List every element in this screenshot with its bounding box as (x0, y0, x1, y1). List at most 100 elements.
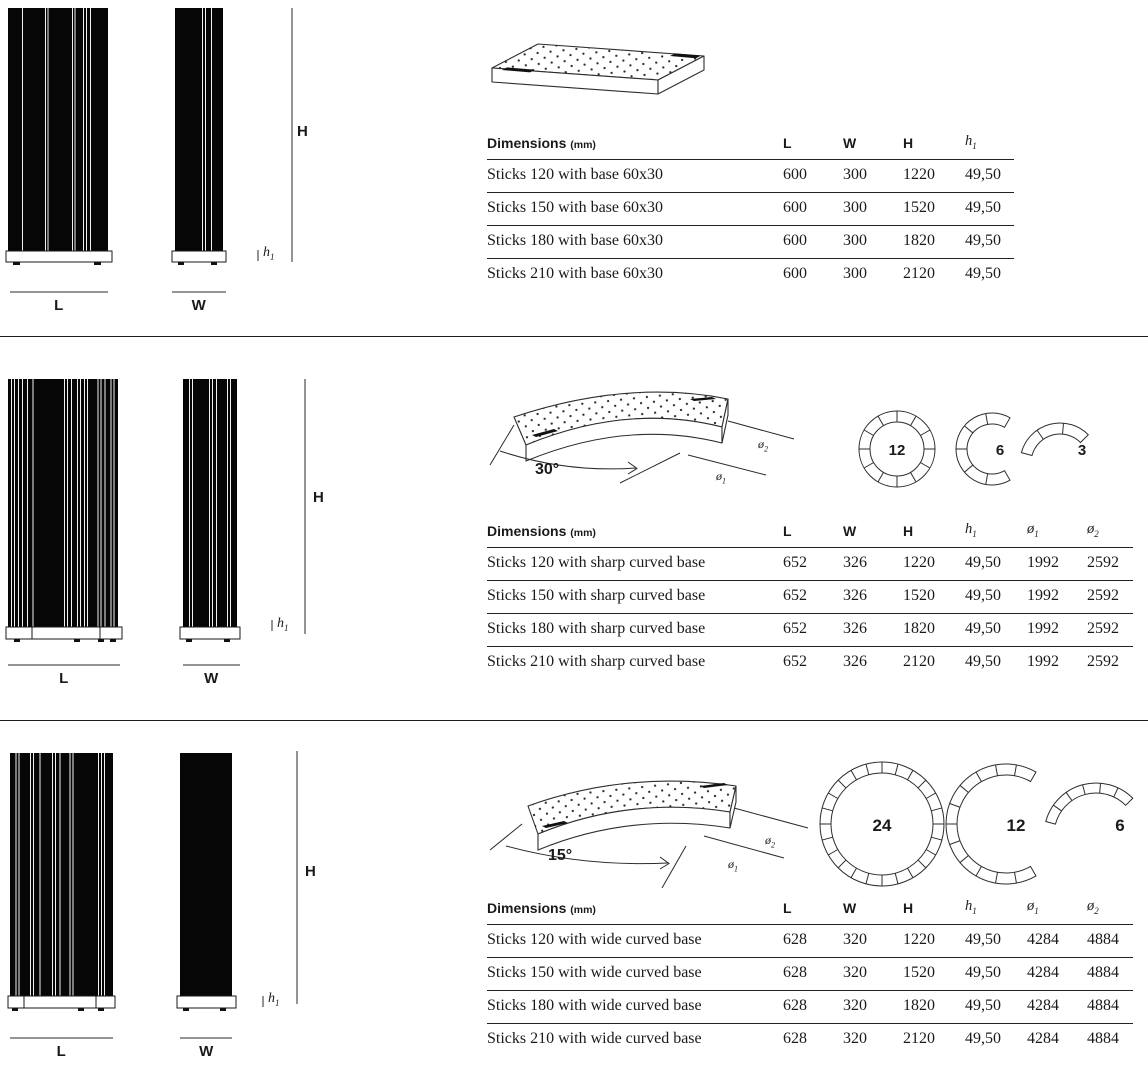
table-title: Dimensions (487, 134, 567, 151)
base-height-label: h1 (263, 245, 275, 262)
front-view-drawing (7, 753, 116, 1011)
front-view-drawing (5, 379, 123, 642)
table-header-row: Dimensions (mm) L W H h1 ø1 ø2 (487, 898, 1133, 925)
col-header-L: L (783, 521, 843, 548)
base-height-label: h1 (268, 991, 280, 1008)
col-header-dia2: ø2 (1087, 898, 1133, 925)
base-slot (502, 67, 535, 73)
table-title: Dimensions (487, 522, 567, 539)
col-header-h1: h1 (965, 521, 1027, 548)
table-header-row: Dimensions (mm) L W H h1 ø1 ø2 (487, 521, 1133, 548)
product-name: Sticks 120 with wide curved base (487, 924, 783, 958)
width-label: W (191, 297, 207, 314)
product-name: Sticks 210 with sharp curved base (487, 652, 706, 670)
angle-arrow-and-projection (489, 420, 795, 484)
ring-diagram-6: 6 (955, 412, 1011, 486)
angle-arrow-and-projection (489, 807, 809, 889)
ring-diagram-3: 3 (1020, 422, 1089, 459)
table-title-cell: Dimensions (mm) (487, 898, 783, 925)
col-header-dia1: ø1 (1027, 521, 1087, 548)
col-header-W: W (843, 133, 903, 160)
product-name: Sticks 150 with wide curved base (487, 957, 783, 991)
dimensions-table-wide: Dimensions (mm) L W H h1 ø1 ø2 Sticks 12… (487, 898, 1133, 1056)
product-name: Sticks 180 with sharp curved base (487, 613, 783, 647)
base-slot (700, 783, 728, 788)
product-name: Sticks 180 with wide curved base (487, 990, 783, 1024)
sharp-curved-base-isometric (489, 391, 795, 484)
diameter-1-label: ø1 (716, 469, 726, 486)
base-slot (542, 821, 568, 828)
table-unit: (mm) (570, 903, 596, 916)
section-sharp-curved-base: L W H h1 (0, 336, 1148, 721)
section-straight-base: L W H h1 Dimensions (mm) L (0, 0, 1148, 336)
product-name: Sticks 180 with base 60x30 (487, 225, 783, 259)
ring-count-label: 12 (889, 442, 906, 459)
ring-count-label: 12 (1007, 816, 1026, 835)
diameter-2-label: ø2 (758, 437, 768, 454)
table-title-cell: Dimensions (mm) (487, 521, 783, 548)
bend-angle-label: 15° (548, 847, 573, 864)
ring-count-label: 3 (1078, 442, 1086, 459)
col-header-H: H (903, 521, 965, 548)
bend-angle-label: 30° (535, 461, 560, 478)
dimensions-table-sharp: Dimensions (mm) L W H h1 ø1 ø2 Sticks 12… (487, 521, 1133, 679)
width-label: W (204, 670, 219, 687)
ring-diagram-12: 12 (858, 410, 936, 488)
height-label: H (297, 123, 309, 140)
col-header-dia2: ø2 (1087, 521, 1133, 548)
height-label: H (305, 863, 317, 880)
base-height-label: h1 (277, 616, 289, 633)
wide-curved-base-isometric (489, 780, 809, 889)
side-view-drawing (179, 379, 241, 642)
panel-drawings-sharp (5, 379, 306, 666)
product-name: Sticks 120 with sharp curved base (487, 547, 783, 581)
col-header-h1: h1 (965, 133, 1014, 160)
front-view-drawing (5, 8, 113, 265)
dimension-lines (8, 379, 306, 666)
ring-diagram-24: 24 (819, 761, 945, 887)
product-name: Sticks 150 with sharp curved base (487, 580, 783, 614)
width-label: W (199, 1043, 214, 1060)
side-view-drawing (171, 8, 227, 265)
base-slot (532, 429, 558, 437)
col-header-W: W (843, 898, 903, 925)
dimension-lines (10, 751, 298, 1039)
col-header-W: W (843, 521, 903, 548)
ring-configurations-wide: 24 12 6 (819, 761, 1134, 887)
col-header-H: H (903, 133, 965, 160)
straight-base-isometric (491, 43, 705, 95)
product-name: Sticks 210 with base 60x30 (487, 264, 663, 282)
product-name: Sticks 150 with base 60x30 (487, 192, 783, 226)
diameter-1-label: ø1 (728, 857, 738, 874)
col-header-L: L (783, 133, 843, 160)
base-slot (670, 53, 701, 59)
length-label: L (54, 297, 64, 314)
ring-diagram-6: 6 (1045, 782, 1134, 835)
col-header-H: H (903, 898, 965, 925)
product-name: Sticks 210 with wide curved base (487, 1029, 702, 1047)
col-header-h1: h1 (965, 898, 1027, 925)
table-unit: (mm) (570, 526, 596, 539)
table-header-row: Dimensions (mm) L W H h1 (487, 133, 1014, 160)
dimension-lines (10, 8, 293, 293)
ring-diagram-12: 12 (945, 763, 1037, 885)
panel-drawings-straight (5, 8, 293, 293)
product-name: Sticks 120 with base 60x30 (487, 159, 783, 193)
ring-configurations-sharp: 12 6 3 (858, 410, 1089, 488)
diameter-2-label: ø2 (765, 833, 775, 850)
base-slot (690, 397, 716, 401)
dimensions-table-straight: Dimensions (mm) L W H h1 Sticks 120 with… (487, 133, 1014, 291)
ring-count-label: 24 (873, 816, 892, 835)
col-header-L: L (783, 898, 843, 925)
table-unit: (mm) (570, 138, 596, 151)
length-label: L (56, 1043, 67, 1060)
